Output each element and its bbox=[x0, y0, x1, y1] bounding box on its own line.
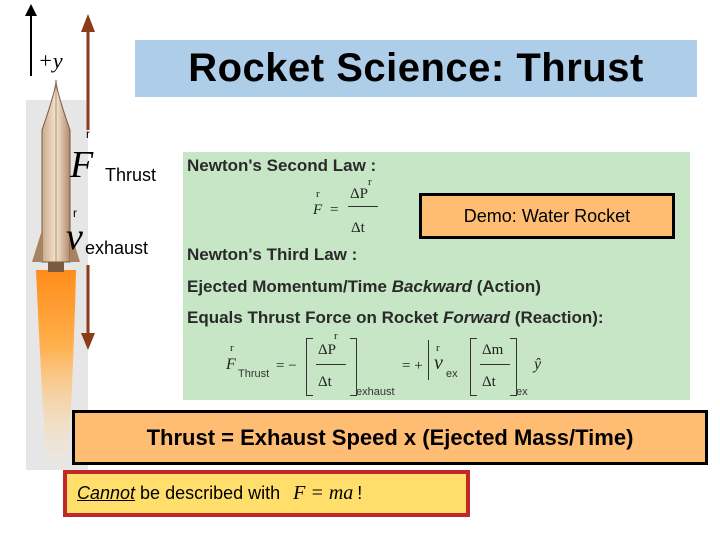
rocket-illustration bbox=[26, 14, 95, 470]
demo-callout: Demo: Water Rocket bbox=[419, 193, 675, 239]
thrust-eq-denominator: Δt bbox=[318, 374, 332, 390]
cannot-text: Cannot be described with F = ma! bbox=[77, 482, 362, 505]
thrust-eq-bracket-sub: exhaust bbox=[356, 386, 395, 398]
second-law-denominator: Δt bbox=[351, 220, 365, 236]
equals-thrust-line: Equals Thrust Force on Rocket Forward (R… bbox=[187, 308, 604, 328]
ejected-emphasis: Backward bbox=[391, 277, 473, 296]
cannot-emphasis: Cannot bbox=[77, 483, 136, 503]
thrust-eq-v: v bbox=[434, 352, 443, 374]
vector-mark: r bbox=[73, 206, 77, 220]
vector-mark: r bbox=[230, 342, 234, 354]
second-law-numerator: ΔP bbox=[350, 186, 368, 202]
summary-text: Thrust = Exhaust Speed x (Ejected Mass/T… bbox=[146, 424, 634, 450]
bracket-left bbox=[306, 338, 313, 396]
velocity-symbol: v bbox=[66, 216, 83, 258]
fraction-bar bbox=[480, 364, 510, 365]
page-title: Rocket Science: Thrust bbox=[188, 46, 644, 90]
vector-mark: r bbox=[316, 188, 320, 200]
thrust-eq-equals: = − bbox=[276, 358, 297, 374]
y-axis-arrowhead bbox=[25, 4, 37, 16]
second-law-equals: = bbox=[330, 202, 339, 218]
rocket-fin-right bbox=[70, 230, 80, 262]
thrust-eq-lhs-sub: Thrust bbox=[238, 368, 270, 380]
ejected-prefix: Ejected Momentum/Time bbox=[187, 277, 392, 296]
rocket-fin-left bbox=[32, 230, 42, 262]
thrust-eq-equals-2: = + bbox=[402, 358, 423, 374]
exhaust-plume bbox=[36, 270, 76, 460]
force-subscript: Thrust bbox=[105, 165, 157, 185]
unit-vector-y: ŷ bbox=[534, 356, 542, 373]
rocket-nozzle bbox=[48, 262, 64, 272]
thrust-eq-numerator-2: Δm bbox=[482, 342, 504, 358]
thrust-eq-lhs: F bbox=[226, 356, 236, 373]
second-law-lhs: F bbox=[313, 202, 323, 218]
y-axis-line bbox=[30, 12, 32, 76]
velocity-subscript: exhaust bbox=[85, 238, 149, 258]
exhaust-arrowhead bbox=[81, 333, 95, 350]
thrust-eq-numerator: ΔP bbox=[318, 342, 336, 358]
bracket-left bbox=[470, 338, 477, 396]
cannot-body: be described with bbox=[135, 483, 286, 503]
y-axis-label: +y bbox=[38, 48, 63, 73]
equals-prefix: Equals Thrust Force on Rocket bbox=[187, 308, 443, 327]
bracket-right bbox=[510, 338, 517, 396]
cannot-callout: Cannot be described with F = ma! bbox=[63, 470, 470, 517]
ejected-momentum-line: Ejected Momentum/Time Backward (Action) bbox=[187, 277, 541, 297]
fraction-bar bbox=[316, 364, 346, 365]
cannot-formula: F = ma bbox=[293, 482, 354, 504]
thrust-eq-denominator-2: Δt bbox=[482, 374, 496, 390]
bar-divider bbox=[428, 340, 429, 380]
vector-mark: r bbox=[436, 342, 440, 354]
thrust-arrowhead bbox=[81, 14, 95, 32]
summary-callout: Thrust = Exhaust Speed x (Ejected Mass/T… bbox=[72, 410, 708, 465]
equals-emphasis: Forward bbox=[443, 308, 511, 327]
fraction-bar bbox=[348, 206, 378, 207]
newton-second-law-heading: Newton's Second Law : bbox=[187, 156, 377, 175]
ejected-suffix: (Action) bbox=[472, 277, 541, 296]
vector-mark: r bbox=[86, 127, 90, 141]
thrust-eq-v-sub: ex bbox=[446, 368, 458, 380]
title-banner: Rocket Science: Thrust bbox=[135, 40, 697, 97]
cannot-end: ! bbox=[357, 483, 363, 503]
thrust-eq-bracket-sub-2: ex bbox=[516, 386, 528, 398]
bracket-right bbox=[350, 338, 357, 396]
vector-mark: r bbox=[334, 330, 338, 342]
force-symbol: F bbox=[70, 144, 94, 186]
newton-third-law-heading: Newton's Third Law : bbox=[187, 245, 358, 264]
equals-suffix: (Reaction): bbox=[510, 308, 604, 327]
vector-mark: r bbox=[368, 176, 372, 188]
demo-label: Demo: Water Rocket bbox=[463, 205, 631, 226]
